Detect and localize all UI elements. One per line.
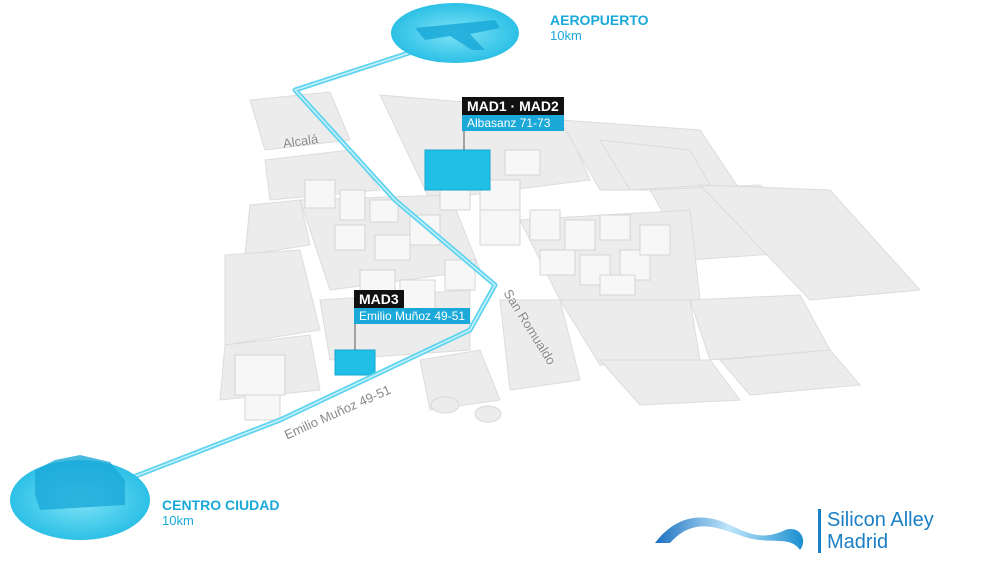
airport-distance: 10km [550,28,582,43]
city-center-label: CENTRO CIUDAD 10km [162,497,279,529]
wave-logo-icon [655,517,804,550]
office-address: Emilio Muñoz 49-51 [354,308,471,324]
office-address: Albasanz 71-73 [462,115,564,131]
office-buildings [334,149,491,376]
office-tag-mad3[interactable]: MAD3 Emilio Muñoz 49-51 [354,290,471,324]
office-name: MAD1 · MAD2 [462,97,564,115]
ground-blocks [219,91,922,411]
office-name: MAD3 [354,290,404,308]
brand-line2: Madrid [827,531,889,553]
buildings [234,149,671,421]
mad3-building [334,349,376,376]
brand-logo: Silicon Alley Madrid [650,505,990,556]
city-center-name: CENTRO CIUDAD [162,497,280,513]
city-center-distance: 10km [162,513,194,528]
brand-line1: Silicon Alley [827,509,934,531]
mad1-mad2-building [424,149,491,191]
office-tag-mad1-mad2[interactable]: MAD1 · MAD2 Albasanz 71-73 [462,97,564,131]
roundabout [474,405,502,423]
airport-label: AEROPUERTO 10km [550,12,649,44]
airport-name: AEROPUERTO [550,12,649,28]
